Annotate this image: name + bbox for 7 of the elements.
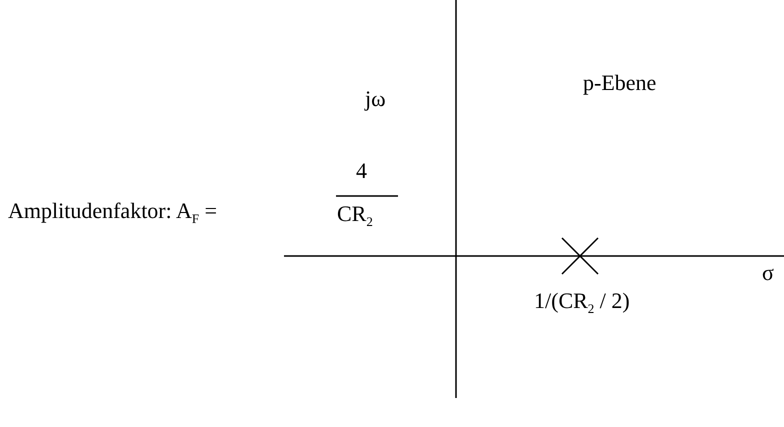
denominator: CR$_{2}$ <box>337 203 373 228</box>
numerator: 4 <box>356 160 367 182</box>
axis-label: σ <box>762 262 774 284</box>
axis-label: jω <box>365 88 386 110</box>
formula-text: Amplitudenfaktor: A$_{F}$ = <box>8 200 218 225</box>
pole-label: 1/(CR$_{2}$ / 2) <box>534 290 630 315</box>
plane-label: p-Ebene <box>583 72 656 94</box>
